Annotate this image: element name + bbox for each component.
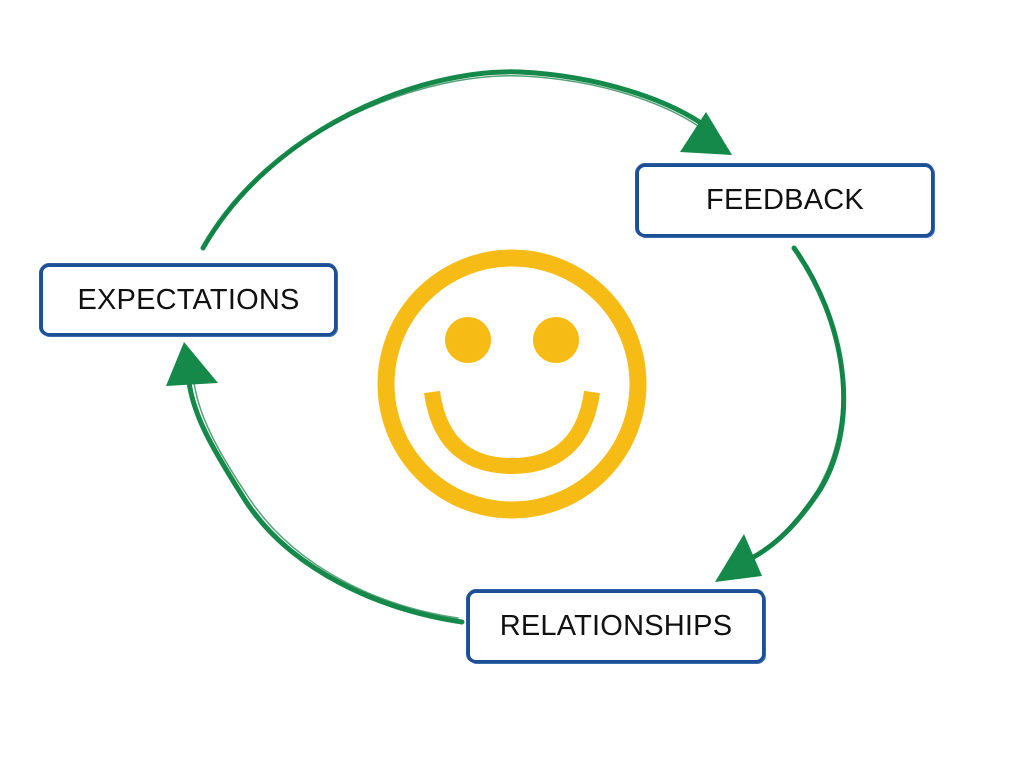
arrow-curve bbox=[185, 369, 465, 625]
arrow-curve-texture bbox=[192, 373, 459, 619]
smiley-mouth bbox=[424, 390, 600, 475]
arrow-curve-texture bbox=[744, 251, 844, 564]
arrow-relationships-to-expectations bbox=[166, 342, 465, 625]
smiley-right-eye bbox=[533, 317, 579, 363]
smiley-outline bbox=[377, 249, 647, 519]
expectations-node: EXPECTATIONS bbox=[40, 264, 337, 336]
arrowhead-icon bbox=[166, 342, 218, 386]
feedback-node: FEEDBACK bbox=[636, 164, 934, 237]
relationships-label: RELATIONSHIPS bbox=[499, 610, 733, 642]
arrowhead-icon bbox=[680, 112, 732, 155]
arrow-feedback-to-relationships bbox=[715, 245, 847, 582]
smiley-left-eye bbox=[445, 317, 491, 363]
arrow-expectations-to-feedback bbox=[200, 69, 732, 251]
feedback-label: FEEDBACK bbox=[706, 184, 864, 216]
expectations-label: EXPECTATIONS bbox=[77, 283, 300, 316]
arrowhead-icon bbox=[715, 534, 762, 582]
smiley-face-icon bbox=[377, 249, 647, 519]
arrow-curve-texture bbox=[205, 75, 705, 245]
relationships-node: RELATIONSHIPS bbox=[467, 590, 765, 663]
arrow-curve bbox=[745, 245, 847, 563]
